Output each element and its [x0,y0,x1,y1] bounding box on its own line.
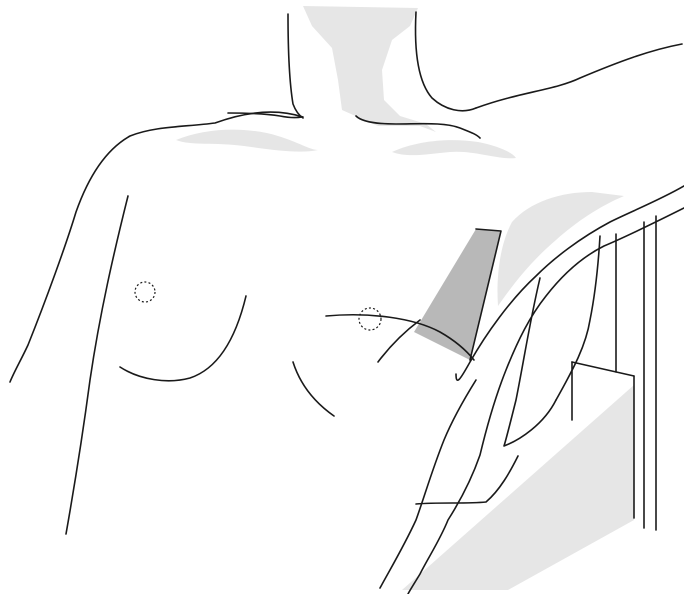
right-shoulder-line [476,44,682,108]
left-arm-inner-line [66,196,128,534]
arm-forearm-line [504,278,556,446]
left-nipple-marker [135,282,155,302]
neck-left-line [288,14,303,118]
right-breast-lower-contour [293,362,334,416]
compression-plate-shadow [402,385,634,590]
neck-right-line [416,12,476,111]
left-collarbone-shadow [176,130,318,152]
raised-arm-shadow [498,192,624,306]
compressed-breast-inner-edge [378,320,420,362]
side-torso-line [416,456,518,504]
right-collarbone-shadow [392,140,516,158]
left-breast-contour [120,296,246,381]
left-shoulder-line [10,112,303,382]
right-nipple-marker [359,308,381,330]
compression-plate-top [572,362,634,376]
compressed-tissue-wedge [414,229,501,360]
arm-elbow-line [556,236,600,400]
